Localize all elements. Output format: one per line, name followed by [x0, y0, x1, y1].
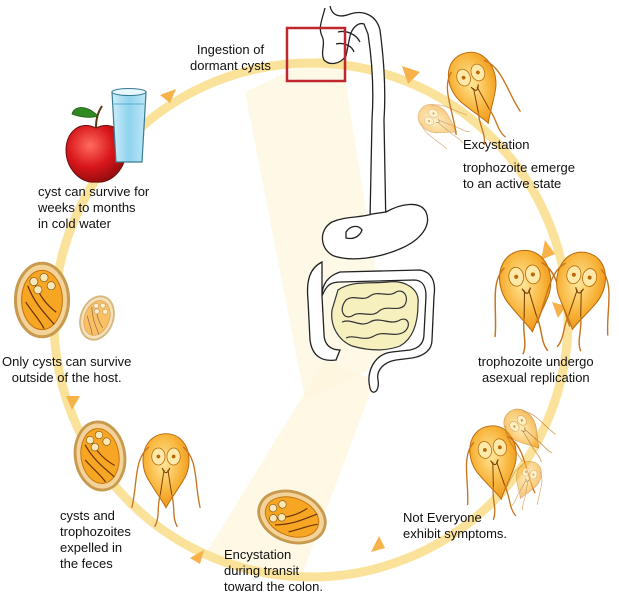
replication-label: trophozoite undergo asexual replication [478, 354, 594, 385]
highlight-box-icon [285, 26, 347, 83]
encystation-label: Encystation during transit toward the co… [224, 547, 324, 594]
cold-water-label: cyst can survive for weeks to months in … [38, 184, 150, 231]
cycle-arrow-icon [402, 66, 420, 84]
cycle-arrow-icon [541, 240, 555, 260]
excystation-title: Excystation [463, 137, 530, 152]
cycle-arrow-icon [66, 396, 80, 410]
excystation-description: trophozoite emerge to an active state [463, 160, 576, 191]
symptoms-label: Not Everyone exhibit symptoms. [403, 510, 508, 541]
digestive-tract-icon [306, 5, 436, 393]
water-glass-icon [111, 88, 147, 163]
expelled-label: cysts and trophozoites expelled in the f… [60, 508, 131, 571]
cyst-icon [73, 290, 121, 346]
outside-host-label: Only cysts can survive outside of the ho… [2, 354, 132, 385]
cycle-arrow-icon [371, 536, 385, 552]
cyst-icon [13, 261, 71, 339]
apple-icon [65, 105, 127, 183]
small-intestine-icon [331, 281, 419, 351]
cycle-arrow-icon [160, 89, 176, 103]
cycle-arrow-icon [190, 550, 204, 564]
ingestion-label: Ingestion of dormant cysts [190, 42, 271, 73]
encystation-cone [205, 360, 375, 580]
